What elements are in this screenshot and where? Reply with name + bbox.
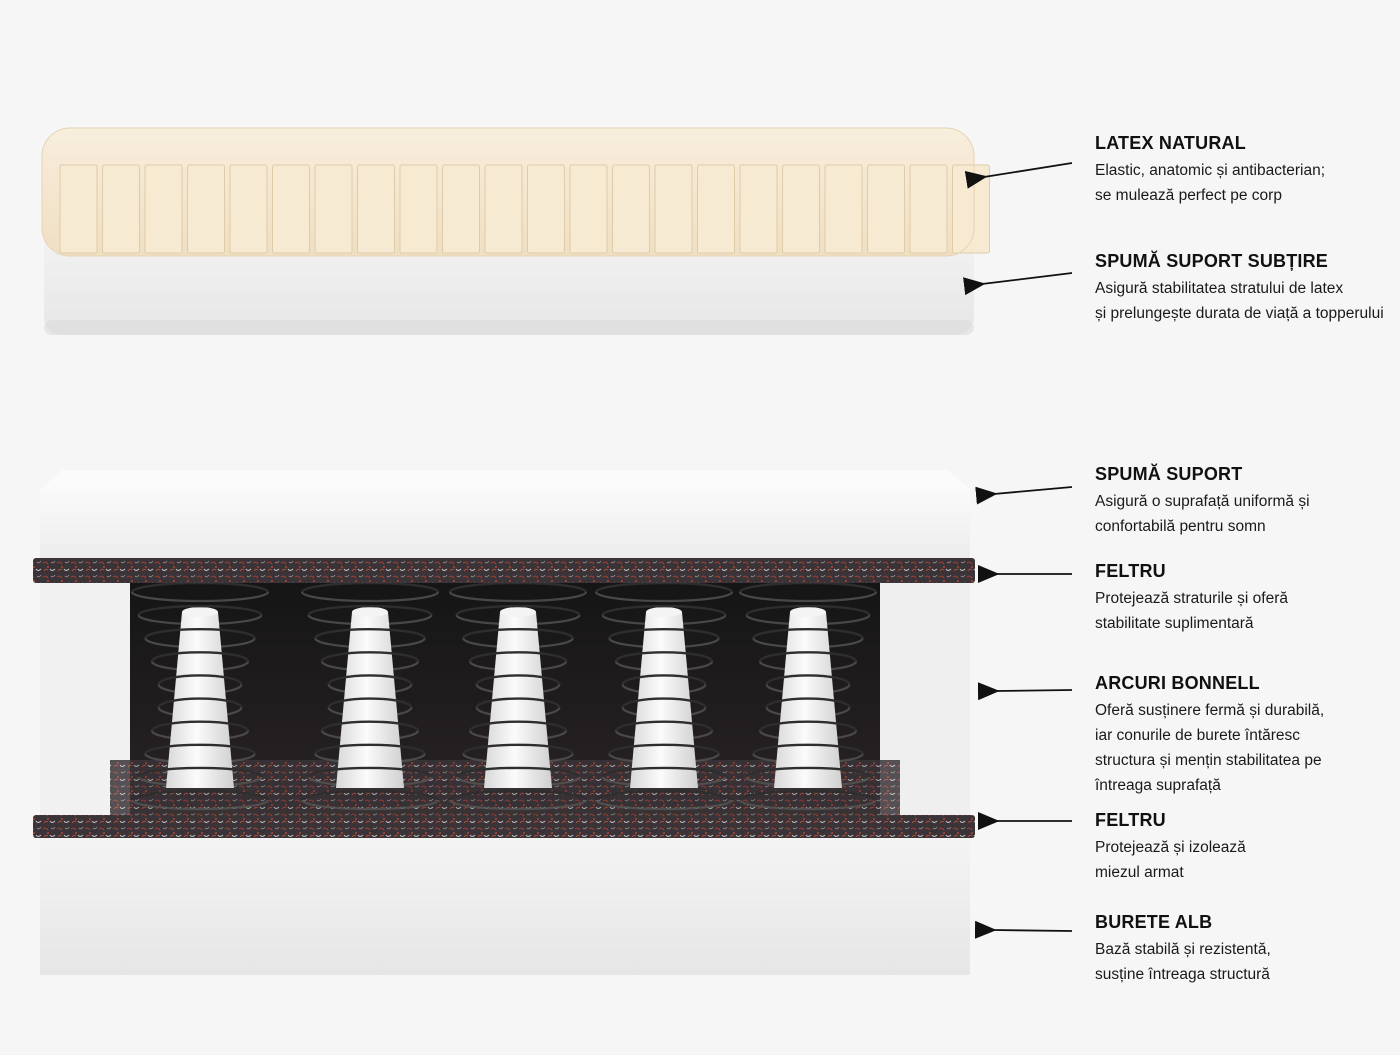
- latex-rib: [399, 164, 438, 254]
- spring-with-foam-cone: [300, 581, 440, 811]
- latex-rib: [612, 164, 650, 254]
- label-description: iar conurile de burete întăresc: [1095, 727, 1301, 744]
- latex-rib: [909, 164, 948, 254]
- felt-layer-bottom: [33, 815, 975, 838]
- latex-rib: [654, 164, 693, 254]
- label-description: Asigură stabilitatea stratului de latex: [1095, 280, 1344, 297]
- latex-rib: [442, 164, 480, 254]
- latex-rib: [782, 164, 820, 254]
- mattress-illustration: [33, 470, 975, 975]
- latex-rib: [229, 164, 268, 254]
- natural-latex-layer: [41, 127, 990, 257]
- latex-rib: [272, 164, 310, 254]
- label-description: și prelungește durata de viață a topperu…: [1095, 305, 1384, 322]
- latex-rib: [484, 164, 523, 254]
- label-description: Asigură o suprafață uniformă și: [1095, 493, 1310, 510]
- label-thin-support-foam: SPUMĂ SUPORT SUBȚIRE Asigură stabilitate…: [1095, 249, 1395, 326]
- label-title: FELTRU: [1095, 810, 1166, 830]
- arrow-support-foam: [975, 486, 1073, 505]
- label-description: Elastic, anatomic și antibacterian;: [1095, 162, 1326, 179]
- arrow-bonnell-springs: [977, 682, 1073, 701]
- latex-rib: [59, 164, 98, 254]
- arrow-white-base-foam: [974, 920, 1073, 939]
- latex-rib: [144, 164, 183, 254]
- label-title: BURETE ALB: [1095, 912, 1213, 932]
- label-description: întreaga suprafață: [1095, 777, 1221, 794]
- label-latex-natural: LATEX NATURAL Elastic, anatomic și antib…: [1095, 131, 1395, 208]
- latex-rib: [569, 164, 608, 254]
- latex-rib: [739, 164, 778, 254]
- label-description: Bază stabilă și rezistentă,: [1095, 941, 1271, 958]
- label-white-base-foam: BURETE ALB Bază stabilă și rezistentă, s…: [1095, 910, 1395, 987]
- label-description: Protejează și izolează: [1095, 839, 1246, 856]
- felt-layer-top: [33, 558, 975, 583]
- label-description: stabilitate suplimentară: [1095, 615, 1254, 632]
- label-title: ARCURI BONNELL: [1095, 673, 1260, 693]
- label-title: SPUMĂ SUPORT: [1095, 464, 1243, 484]
- arrow-thin-support-foam: [963, 272, 1073, 296]
- support-foam-layer: [40, 470, 970, 560]
- label-title: FELTRU: [1095, 561, 1166, 581]
- label-felt-top: FELTRU Protejează straturile și oferă st…: [1095, 559, 1395, 636]
- label-description: susține întreaga structură: [1095, 966, 1270, 983]
- latex-rib: [824, 164, 863, 254]
- label-description: structura și mențin stabilitatea pe: [1095, 752, 1322, 769]
- label-description: se mulează perfect pe corp: [1095, 187, 1282, 204]
- latex-rib: [102, 164, 140, 254]
- label-description: Protejează straturile și oferă: [1095, 590, 1288, 607]
- latex-rib: [314, 164, 353, 254]
- latex-rib: [187, 164, 225, 254]
- spring-with-foam-cone: [130, 581, 270, 811]
- label-support-foam: SPUMĂ SUPORT Asigură o suprafață uniform…: [1095, 462, 1395, 539]
- latex-rib: [527, 164, 565, 254]
- label-title: LATEX NATURAL: [1095, 133, 1246, 153]
- latex-ribs: [59, 164, 990, 254]
- spring-with-foam-cone: [448, 581, 588, 811]
- latex-rib: [357, 164, 395, 254]
- spring-cavity: [110, 580, 900, 818]
- latex-rib: [867, 164, 905, 254]
- label-bonnell-springs: ARCURI BONNELL Oferă susținere fermă și …: [1095, 671, 1395, 798]
- white-base-foam-layer: [40, 832, 970, 975]
- label-title: SPUMĂ SUPORT SUBȚIRE: [1095, 251, 1329, 271]
- callout-arrows: [963, 162, 1073, 939]
- label-felt-bottom: FELTRU Protejează și izolează miezul arm…: [1095, 808, 1395, 885]
- spring-with-foam-cone: [594, 581, 734, 811]
- bonnell-springs: [130, 581, 878, 811]
- arrow-latex-natural: [964, 162, 1073, 189]
- topper-illustration: [41, 127, 990, 335]
- spring-with-foam-cone: [738, 581, 878, 811]
- label-description: confortabilă pentru somn: [1095, 518, 1266, 535]
- label-description: Oferă susținere fermă și durabilă,: [1095, 702, 1325, 719]
- latex-rib: [697, 164, 735, 254]
- label-description: miezul armat: [1095, 864, 1184, 881]
